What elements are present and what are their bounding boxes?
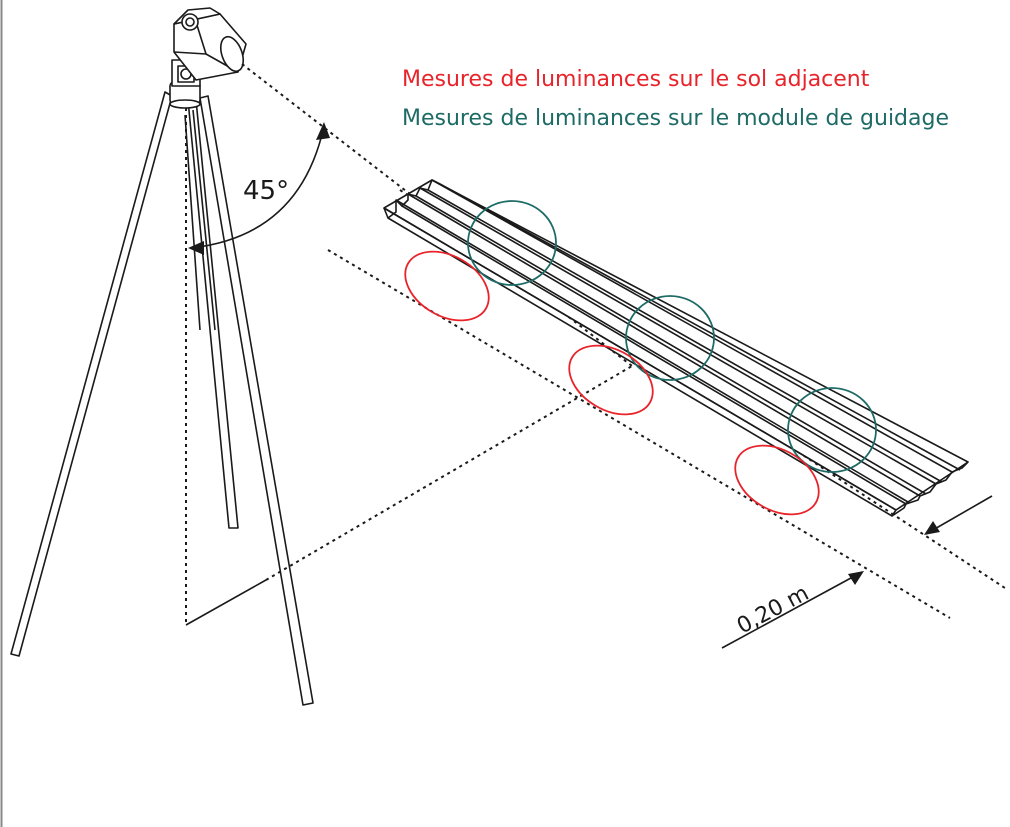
module-measurement-zones — [467, 200, 877, 473]
camera-head — [169, 7, 247, 109]
guidance-module — [383, 179, 969, 517]
tripod — [10, 91, 314, 706]
module-zone-1 — [467, 200, 557, 286]
ground-zone-3 — [734, 444, 820, 516]
legend-ground-label: Mesures de luminances sur le sol adjacen… — [402, 67, 870, 92]
legend-module-label: Mesures de luminances sur le module de g… — [402, 106, 949, 131]
ground-zone-2 — [568, 344, 654, 416]
ground-base-line — [185, 579, 267, 626]
sight-lines — [185, 63, 1009, 625]
camera-lens — [219, 35, 245, 73]
ground-measurement-zones — [404, 250, 820, 516]
module-zone-3 — [787, 387, 877, 473]
angle-arrow-left — [188, 241, 204, 255]
tripod-leg-right — [199, 95, 314, 706]
dimension-arrow-left — [848, 571, 864, 585]
tripod-leg-left — [10, 91, 173, 657]
distance-label: 0,20 m — [733, 581, 813, 639]
angle-arc — [190, 125, 325, 249]
angle-arrow-top — [316, 122, 330, 140]
module-zone-2 — [625, 295, 715, 381]
ground-projection-line — [265, 365, 633, 581]
angle-label: 45° — [243, 176, 289, 206]
dimension-arrow-right — [924, 521, 940, 535]
ground-zone-1 — [404, 250, 490, 322]
